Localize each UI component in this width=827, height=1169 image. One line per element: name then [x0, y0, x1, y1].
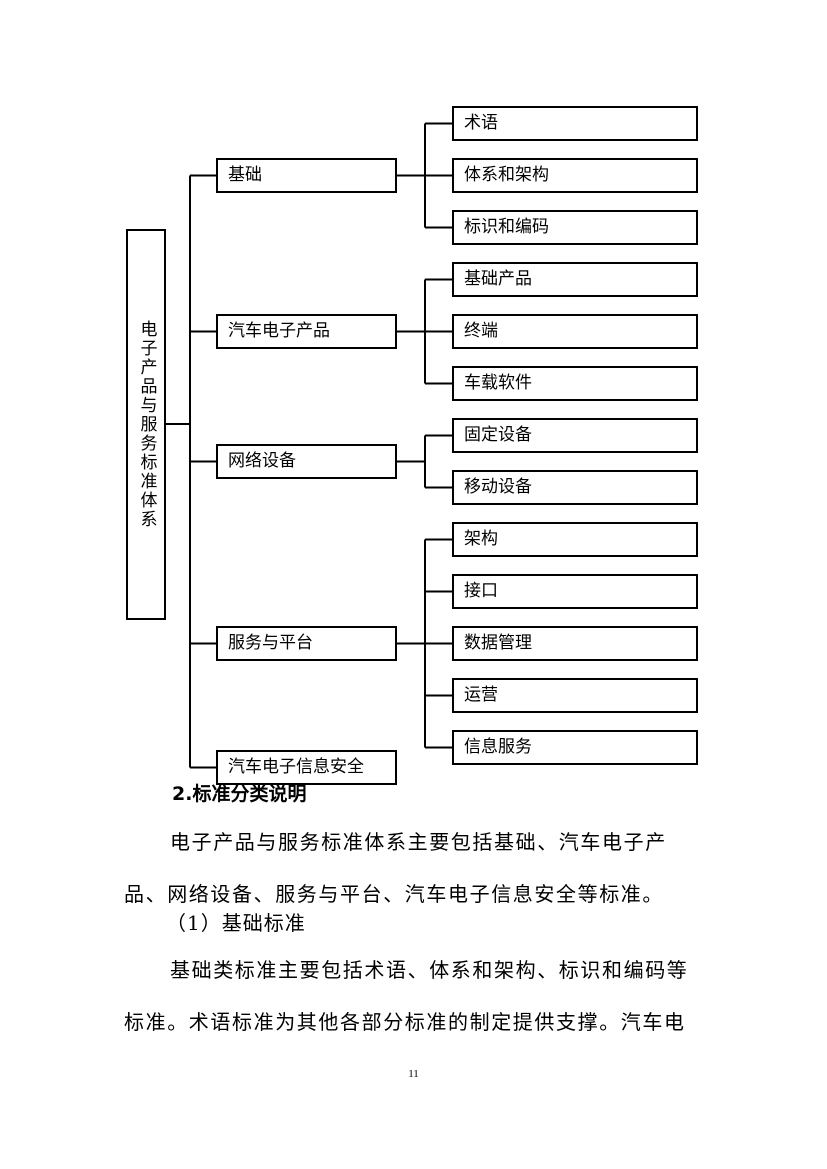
category-box: 网络设备: [216, 444, 397, 479]
leaf-box: 体系和架构: [452, 158, 698, 193]
root-label: 电子产品与服务标准体系: [136, 320, 157, 529]
category-box: 基础: [216, 158, 397, 193]
root-box: 电子产品与服务标准体系: [126, 229, 166, 620]
leaf-box: 接口: [452, 574, 698, 609]
category-box-label: 服务与平台: [228, 633, 313, 653]
category-box-label: 基础: [228, 165, 262, 185]
leaf-box: 固定设备: [452, 418, 698, 453]
leaf-box-label: 信息服务: [464, 737, 532, 757]
standard-system-diagram: [166, 122, 452, 769]
leaf-box-label: 接口: [464, 581, 498, 601]
category-box-label: 汽车电子产品: [228, 321, 330, 341]
leaf-box-label: 标识和编码: [464, 217, 549, 237]
leaf-box: 车载软件: [452, 366, 698, 401]
leaf-box: 运营: [452, 678, 698, 713]
diagram-connectors: [166, 122, 452, 769]
leaf-box-label: 运营: [464, 685, 498, 705]
section-heading: 2.标准分类说明: [172, 783, 307, 805]
leaf-box-label: 基础产品: [464, 269, 532, 289]
leaf-box-label: 固定设备: [464, 425, 532, 445]
subsection-body: 基础类标准主要包括术语、体系和架构、标识和编码等标准。术语标准为其他各部分标准的…: [124, 958, 689, 1034]
leaf-box-label: 术语: [464, 113, 498, 133]
leaf-box-label: 移动设备: [464, 477, 532, 497]
category-box: 汽车电子产品: [216, 314, 397, 349]
leaf-box-label: 数据管理: [464, 633, 532, 653]
leaf-box: 数据管理: [452, 626, 698, 661]
leaf-box: 标识和编码: [452, 210, 698, 245]
subsection-title: （1）基础标准: [166, 911, 306, 935]
leaf-box-label: 终端: [464, 321, 498, 341]
leaf-box: 终端: [452, 314, 698, 349]
leaf-box: 基础产品: [452, 262, 698, 297]
page-number: 11: [408, 1068, 419, 1080]
intro-paragraph: 电子产品与服务标准体系主要包括基础、汽车电子产品、网络设备、服务与平台、汽车电子…: [124, 830, 667, 906]
leaf-box-label: 体系和架构: [464, 165, 549, 185]
leaf-box-label: 车载软件: [464, 373, 532, 393]
category-box: 汽车电子信息安全: [216, 750, 397, 785]
leaf-box-label: 架构: [464, 529, 498, 549]
category-box-label: 汽车电子信息安全: [228, 757, 364, 777]
leaf-box: 架构: [452, 522, 698, 557]
category-box-label: 网络设备: [228, 451, 296, 471]
leaf-box: 术语: [452, 106, 698, 141]
leaf-box: 移动设备: [452, 470, 698, 505]
leaf-box: 信息服务: [452, 730, 698, 765]
category-box: 服务与平台: [216, 626, 397, 661]
